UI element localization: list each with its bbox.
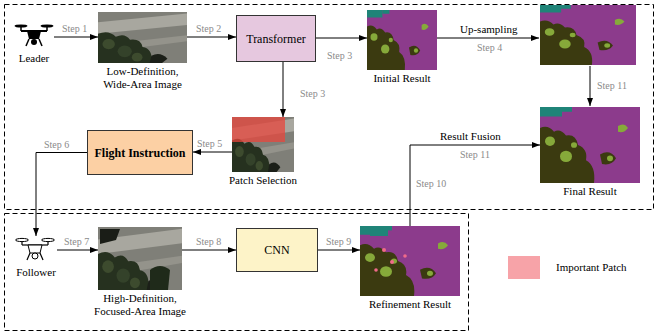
drone-icon	[15, 24, 54, 46]
flow-arrow	[318, 250, 360, 251]
dashed-region	[5, 5, 654, 210]
image-panel: Low-Definition, Wide-Area Image	[98, 12, 187, 63]
caption-text: Leader	[4, 52, 64, 65]
segmentation-image	[540, 107, 640, 183]
aerial-image	[100, 229, 120, 244]
box-label: CNN	[264, 243, 289, 257]
step-label: Step 7	[64, 236, 89, 248]
caption-text: Refinement Result	[350, 298, 470, 311]
step-label: Step 6	[44, 139, 69, 151]
process-box: Transformer	[236, 15, 316, 62]
caption-text: Low-Definition, Wide-Area Image	[93, 65, 193, 91]
flow-arrow	[187, 37, 236, 38]
dashed-region	[5, 214, 469, 331]
caption: High-Definition, Focused-Area Image	[88, 292, 192, 318]
segmentation-image	[367, 10, 437, 70]
caption-text: Final Result	[540, 185, 640, 198]
caption: Follower	[6, 266, 66, 279]
segmentation-image	[370, 228, 388, 236]
caption: Low-Definition, Wide-Area Image	[93, 65, 193, 91]
segmentation-image	[360, 226, 460, 296]
caption-text: Follower	[6, 266, 66, 279]
aerial-image	[98, 12, 187, 63]
image-panel: Initial Result	[367, 10, 437, 70]
legend-text: Important Patch	[556, 261, 627, 274]
segmentation-image	[360, 5, 640, 296]
box-label: Flight Instruction	[94, 146, 185, 160]
drone-icon	[28, 245, 42, 253]
caption: Initial Result	[352, 72, 452, 85]
drone-icon	[42, 238, 55, 241]
caption: Refinement Result	[350, 298, 470, 311]
flow-arrow	[57, 250, 98, 251]
image-panel: Refinement Result	[360, 226, 460, 296]
step-label: Step 11	[460, 149, 490, 161]
legend-swatch	[508, 256, 540, 279]
step-label: Step 8	[196, 236, 221, 248]
flow-arrow	[283, 62, 284, 117]
drone-icon: Leader	[14, 22, 54, 50]
image-panel: Patch Selection	[232, 117, 294, 172]
caption: Leader	[4, 52, 64, 65]
drone-icon	[27, 253, 30, 260]
flow-arrow	[410, 145, 540, 226]
step-label: Step 11	[597, 80, 627, 92]
drone-icon	[26, 39, 29, 46]
drone-icon: Follower	[15, 236, 57, 264]
layout-arrow	[437, 38, 590, 106]
step-label: Step 3	[327, 50, 352, 62]
box-label: Transformer	[246, 32, 306, 46]
aerial-image	[232, 117, 294, 172]
layout-arrow	[590, 66, 591, 106]
aerial-image	[98, 227, 182, 290]
image-panel: High-Definition, Focused-Area Image	[98, 227, 182, 290]
drone-icon	[16, 238, 55, 260]
annotation-text: Result Fusion	[440, 130, 501, 143]
flow-arrow	[316, 38, 367, 39]
segmentation-image	[390, 260, 394, 264]
flow-arrow	[182, 250, 236, 251]
process-box: CNN	[236, 228, 318, 272]
aerial-image	[150, 266, 170, 290]
step-label: Step 4	[477, 42, 502, 54]
annotation-text: Up-sampling	[460, 23, 517, 36]
segmentation-image	[374, 268, 378, 272]
step-label: Step 9	[326, 236, 351, 248]
segmentation-image	[403, 254, 407, 258]
drone-icon	[27, 31, 41, 39]
caption: Final Result	[540, 185, 640, 198]
drone-icon	[16, 238, 29, 241]
flow-arrow	[54, 37, 98, 38]
step-label: Step 1	[62, 23, 87, 35]
caption-text: Initial Result	[352, 72, 452, 85]
step-label: Step 3	[300, 88, 325, 100]
aerial-image	[232, 117, 285, 142]
drone-icon	[31, 39, 37, 45]
drone-icon	[40, 253, 43, 260]
segmentation-image	[540, 5, 636, 65]
caption: Patch Selection	[213, 174, 313, 187]
step-label: Step 10	[416, 178, 446, 190]
caption-text: Patch Selection	[213, 174, 313, 187]
flow-arrow	[36, 153, 87, 237]
image-panel: Final Result	[540, 107, 640, 183]
layout-arrow	[437, 38, 539, 39]
caption-text: High-Definition, Focused-Area Image	[88, 292, 192, 318]
process-box: Flight Instruction	[87, 130, 193, 175]
step-label: Step 2	[196, 23, 221, 35]
dashed-region	[5, 5, 654, 331]
step-label: Step 5	[197, 138, 222, 150]
segmentation-image	[382, 248, 386, 252]
drone-icon	[39, 39, 42, 46]
drone-icon	[32, 253, 38, 259]
flow-arrow	[193, 152, 232, 153]
